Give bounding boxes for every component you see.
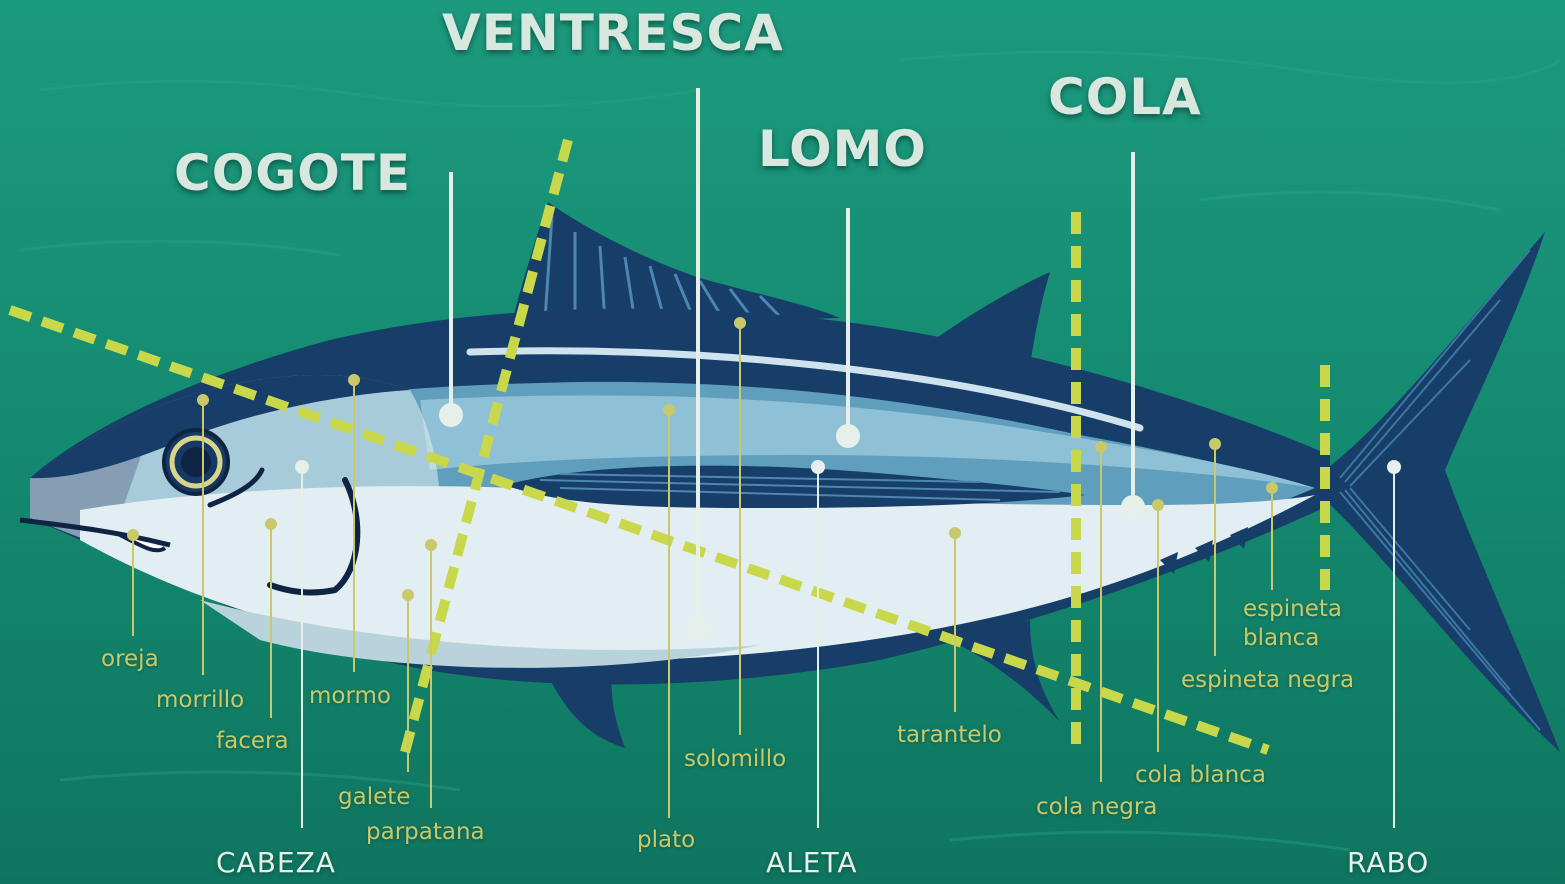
part-label-morrillo: morrillo (156, 689, 244, 712)
part-label-cola-blanca: cola blanca (1135, 764, 1266, 787)
region-label-cabeza: CABEZA (216, 849, 336, 877)
part-label-plato: plato (637, 829, 695, 852)
part-label-espineta-negra: espineta negra (1181, 669, 1354, 692)
part-label-parpatana: parpatana (366, 821, 485, 844)
section-title-cola: COLA (1048, 72, 1202, 122)
part-label-galete: galete (338, 786, 410, 809)
part-label-cola-negra: cola negra (1036, 796, 1157, 819)
region-label-rabo: RABO (1347, 849, 1429, 877)
part-label-solomillo: solomillo (684, 748, 786, 771)
part-label-espineta-blanca-2: blanca (1243, 627, 1319, 650)
section-title-ventresca: VENTRESCA (442, 8, 784, 58)
section-title-lomo: LOMO (758, 124, 927, 174)
section-title-cogote: COGOTE (174, 148, 411, 198)
part-label-tarantelo: tarantelo (897, 724, 1002, 747)
part-label-oreja: oreja (101, 648, 159, 671)
part-label-mormo: mormo (309, 685, 391, 708)
region-label-aleta: ALETA (766, 849, 858, 877)
part-label-espineta-blanca-1: espineta (1243, 598, 1342, 621)
eye-pupil (181, 447, 211, 477)
part-label-facera: facera (216, 730, 289, 753)
